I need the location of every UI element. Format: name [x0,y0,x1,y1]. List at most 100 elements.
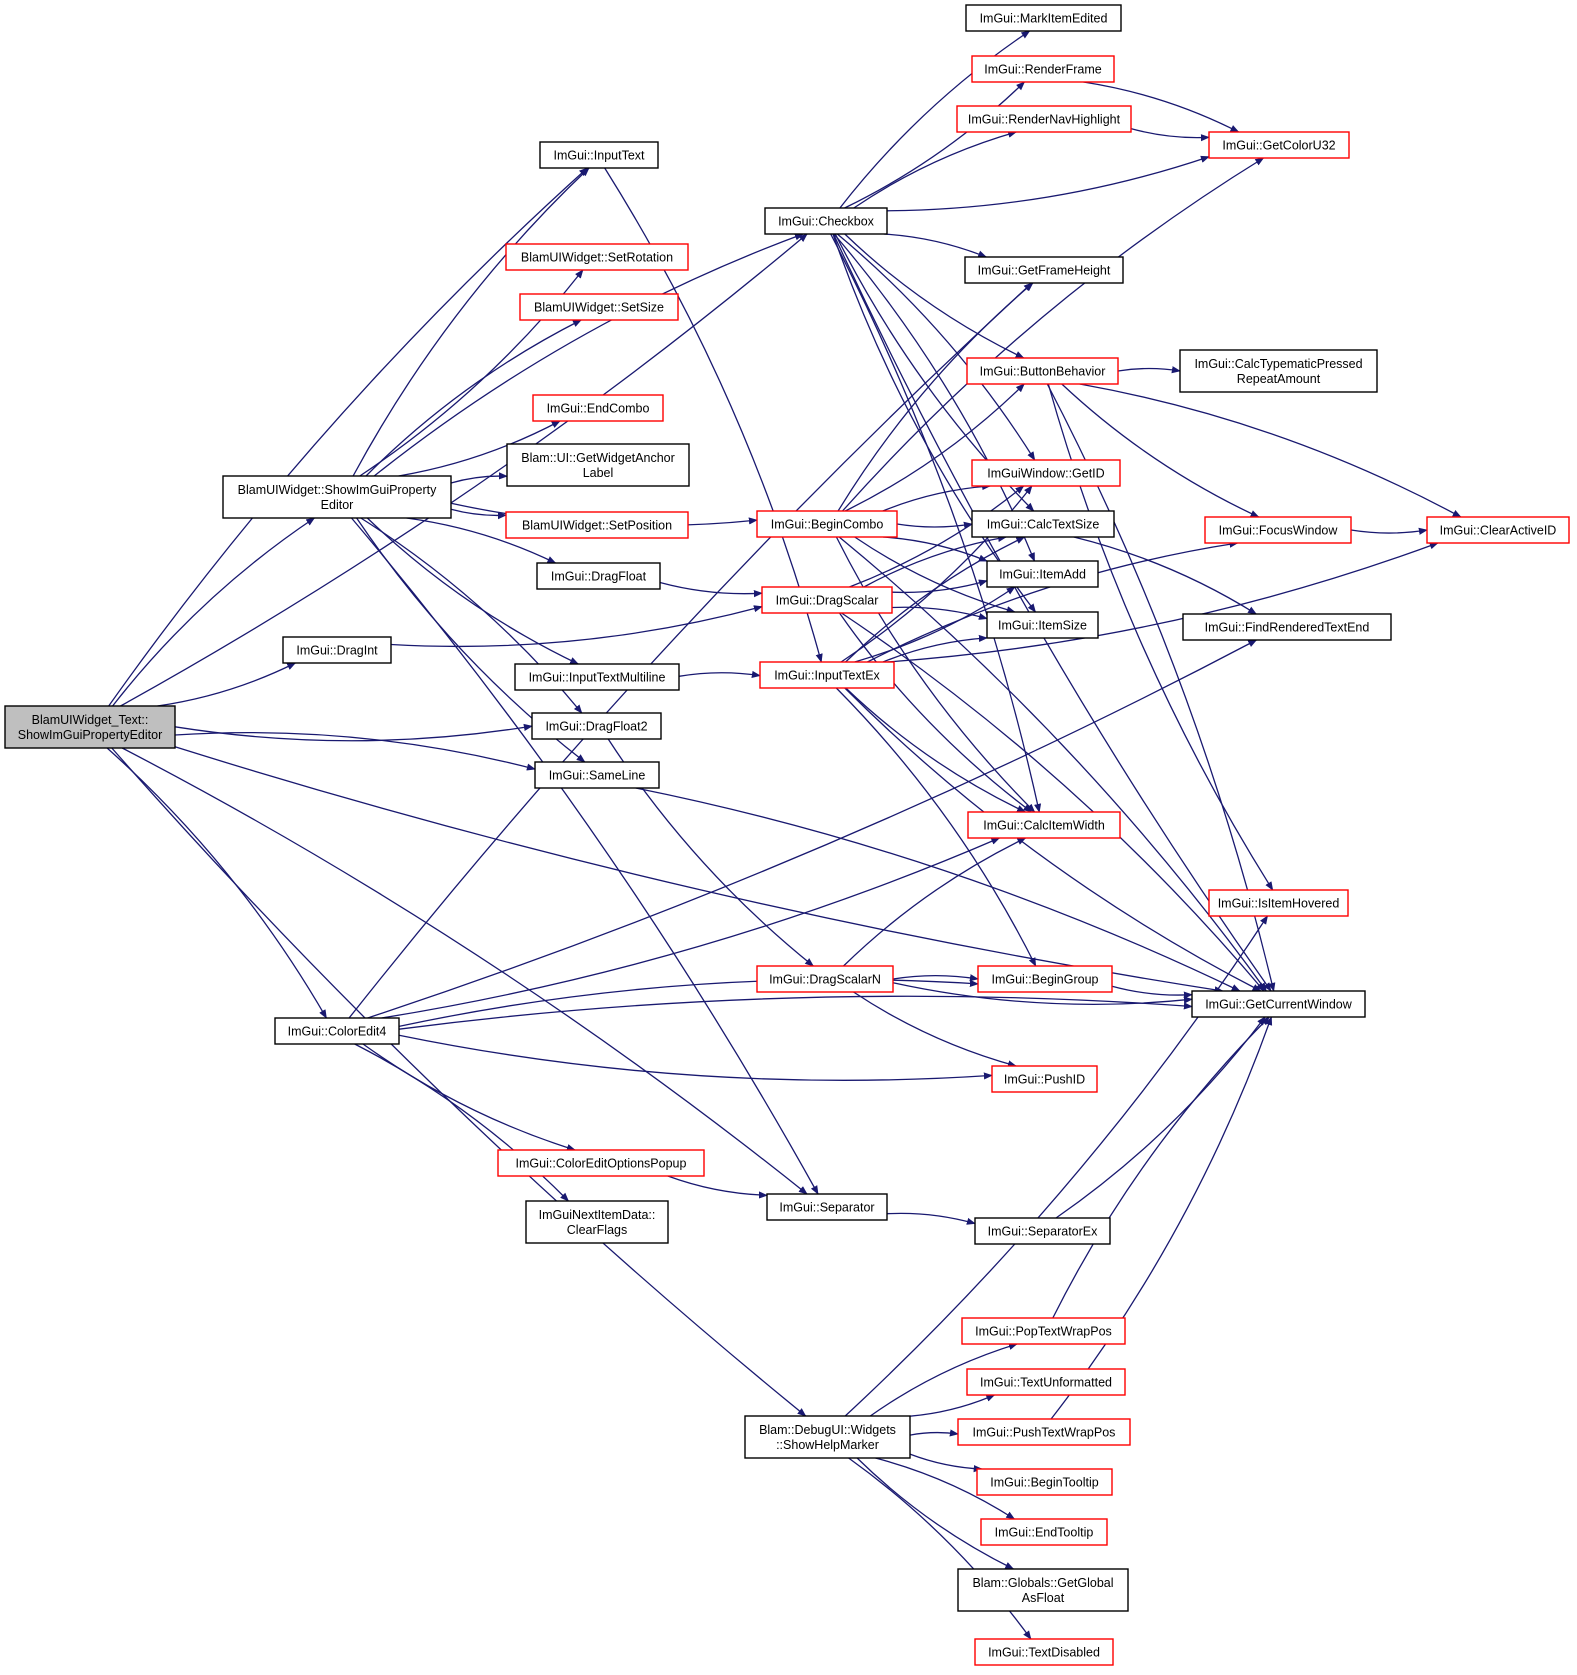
edge-buttonbehavior-to-calctypematic [1117,366,1181,374]
node-label: Blam::UI::GetWidgetAnchor [521,451,675,465]
node-checkbox[interactable]: ImGui::Checkbox [764,207,888,235]
node-label: Blam::Globals::GetGlobal [972,1576,1113,1590]
edge-root-to-inputtext [108,167,589,707]
node-box [274,1017,400,1045]
node-coloroptpopup[interactable]: ImGui::ColorEditOptionsPopup [497,1149,705,1177]
node-label: ImGui::RenderFrame [984,63,1101,77]
node-getid[interactable]: ImGuiWindow::GetID [971,459,1121,487]
node-showprop[interactable]: BlamUIWidget::ShowImGuiPropertyEditor [222,475,452,519]
edge-buttonbehavior-to-focuswindow [1061,383,1260,518]
node-label: ImGui::SameLine [549,769,646,783]
edge-checkbox-to-getid [836,233,1036,461]
edge-root-to-sameline [174,731,536,771]
node-root[interactable]: BlamUIWidget_Text::ShowImGuiPropertyEdit… [4,705,176,749]
edge-dragfloat-to-dragscalar [659,581,763,598]
node-label: ImGui::PopTextWrapPos [975,1325,1112,1339]
node-box [967,811,1121,839]
node-clearflags[interactable]: ImGuiNextItemData::ClearFlags [525,1200,669,1244]
node-label: ImGui::TextUnformatted [980,1376,1112,1390]
node-pushid[interactable]: ImGui::PushID [991,1065,1098,1093]
edge-coloredit4-to-pushid [398,1034,993,1081]
node-label: ImGui::DragScalar [776,594,879,608]
node-setposition[interactable]: BlamUIWidget::SetPosition [505,511,689,539]
node-coloredit4[interactable]: ImGui::ColorEdit4 [274,1017,400,1045]
node-label: ImGui::GetCurrentWindow [1205,998,1353,1012]
node-label: ImGui::EndCombo [547,402,650,416]
node-rendernav[interactable]: ImGui::RenderNavHighlight [956,105,1132,133]
edge-inputtextex-to-itemsize [882,634,988,663]
node-separatorex[interactable]: ImGui::SeparatorEx [974,1217,1111,1245]
node-dragint[interactable]: ImGui::DragInt [282,636,392,664]
edge-dragscalar-to-getid [849,485,1025,588]
node-setsize[interactable]: BlamUIWidget::SetSize [519,293,679,321]
edge-inputtextex-to-begingroup [835,687,1037,967]
node-calcitemwidth[interactable]: ImGui::CalcItemWidth [967,811,1121,839]
node-itemadd[interactable]: ImGui::ItemAdd [986,560,1099,588]
node-poptextwrap[interactable]: ImGui::PopTextWrapPos [961,1317,1126,1345]
node-begincombo[interactable]: ImGui::BeginCombo [756,510,898,538]
edge-root-to-coloredit4 [106,747,327,1019]
node-dragfloat[interactable]: ImGui::DragFloat [536,562,661,590]
node-label: ImGui::BeginGroup [992,973,1099,987]
node-dragfloat2[interactable]: ImGui::DragFloat2 [531,712,662,740]
node-helpmarker[interactable]: Blam::DebugUI::Widgets::ShowHelpMarker [744,1415,911,1459]
node-getcurrentwindow[interactable]: ImGui::GetCurrentWindow [1191,990,1366,1018]
edge-dragscalar-to-itemsize [891,606,988,620]
node-dragscalar[interactable]: ImGui::DragScalar [761,586,893,614]
node-getcoloru32[interactable]: ImGui::GetColorU32 [1208,131,1350,159]
node-box [766,1193,888,1221]
node-label: ImGui::Checkbox [778,215,875,229]
edge-checkbox-to-calcitemwidth [830,233,1042,813]
node-separator[interactable]: ImGui::Separator [766,1193,888,1221]
edge-checkbox-to-getcoloru32 [886,155,1210,212]
node-box [536,562,661,590]
edge-root-to-helpmarker [111,747,807,1417]
node-findrendered[interactable]: ImGui::FindRenderedTextEnd [1182,613,1392,641]
node-box [1182,613,1392,641]
node-clearactiveid[interactable]: ImGui::ClearActiveID [1426,516,1570,544]
node-box [965,4,1122,32]
node-box [505,243,689,271]
edge-inputtextex-to-clearactiveid [887,542,1439,663]
node-label: Editor [321,498,354,512]
node-begintooltip[interactable]: ImGui::BeginTooltip [976,1468,1113,1496]
node-itemsize[interactable]: ImGui::ItemSize [986,611,1099,639]
node-frameheight[interactable]: ImGui::GetFrameHeight [964,256,1124,284]
node-endtooltip[interactable]: ImGui::EndTooltip [980,1518,1108,1546]
edge-checkbox-to-markedited [839,30,1031,209]
node-dragscalarn[interactable]: ImGui::DragScalarN [756,965,894,993]
node-setrotation[interactable]: BlamUIWidget::SetRotation [505,243,689,271]
node-box [957,1418,1131,1446]
node-markedited[interactable]: ImGui::MarkItemEdited [965,4,1122,32]
edge-poptextwrap-to-getcurrentwindow [1052,1016,1270,1319]
node-label: ImGui::InputTextEx [774,669,880,683]
node-box [744,1415,911,1459]
node-endcombo[interactable]: ImGui::EndCombo [532,394,664,422]
node-box [4,705,176,749]
node-sameline[interactable]: ImGui::SameLine [534,761,660,789]
node-label: BlamUIWidget_Text:: [32,713,149,727]
edge-begincombo-to-calctextsize [896,521,973,529]
node-pushtextwrap[interactable]: ImGui::PushTextWrapPos [957,1418,1131,1446]
node-textdisabled[interactable]: ImGui::TextDisabled [974,1638,1114,1666]
nodes-layer: BlamUIWidget_Text::ShowImGuiPropertyEdit… [4,4,1570,1666]
edge-coloredit4-to-calcitemwidth [381,837,1001,1019]
node-inputtext[interactable]: ImGui::InputText [539,141,659,169]
edge-inputtextex-to-getcurrentwindow [844,687,1262,992]
node-calctextsize[interactable]: ImGui::CalcTextSize [971,510,1115,538]
edge-focuswindow-to-clearactiveid [1350,527,1428,535]
node-renderframe[interactable]: ImGui::RenderFrame [971,55,1115,83]
node-textunformatted[interactable]: ImGui::TextUnformatted [966,1368,1126,1396]
node-inputmulti[interactable]: ImGui::InputTextMultiline [514,663,680,691]
node-begingroup[interactable]: ImGui::BeginGroup [977,965,1113,993]
node-isitemhovered[interactable]: ImGui::IsItemHovered [1208,889,1349,917]
node-focuswindow[interactable]: ImGui::FocusWindow [1204,516,1352,544]
node-inputtextex[interactable]: ImGui::InputTextEx [759,661,895,689]
edge-root-to-getcurrentwindow [174,746,1224,994]
edges-layer [106,30,1462,1640]
node-buttonbehavior[interactable]: ImGui::ButtonBehavior [966,357,1119,385]
node-box [532,394,664,422]
